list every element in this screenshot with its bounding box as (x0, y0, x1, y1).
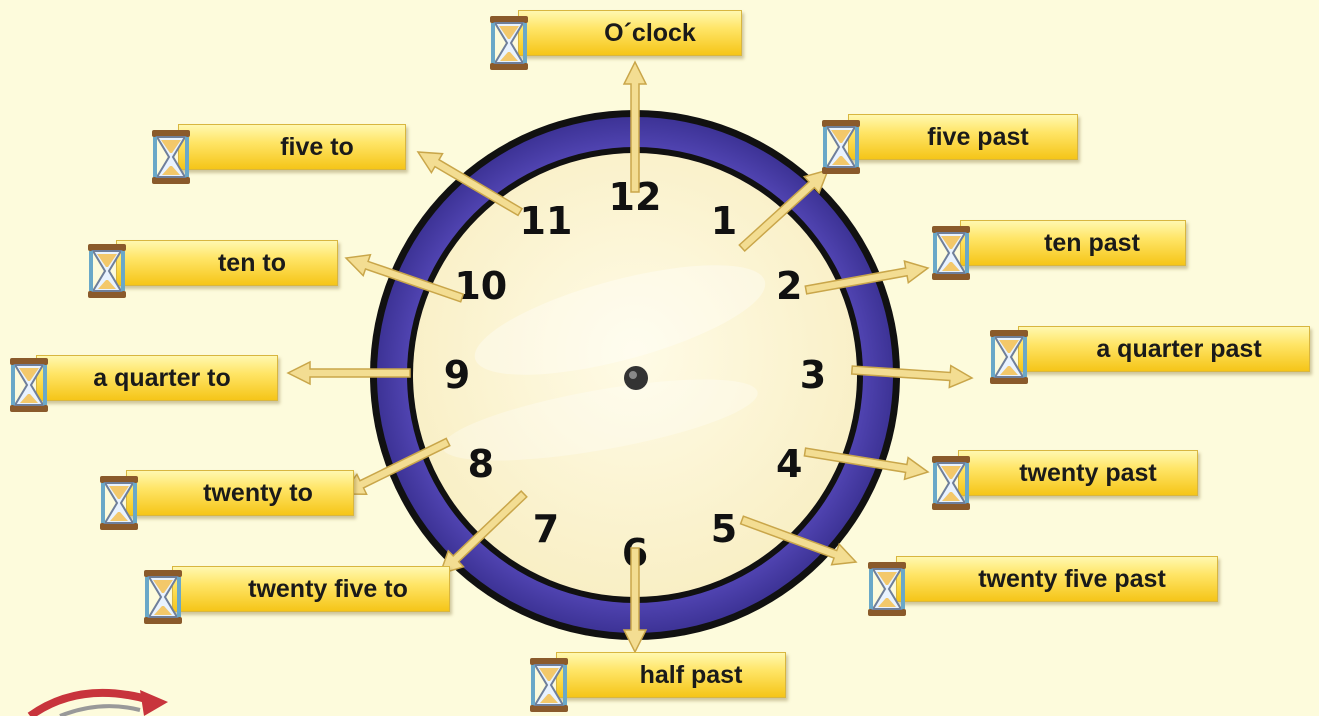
hourglass-icon (928, 224, 974, 282)
arrow-7 (438, 490, 528, 576)
label-twenty-to[interactable]: twenty to (126, 470, 354, 516)
arrow-0 (622, 60, 648, 193)
label-oclock-text: O´clock (604, 18, 696, 47)
clock-numeral-10: 10 (454, 264, 507, 308)
time-arrows (286, 60, 974, 654)
label-five-to[interactable]: five to (178, 124, 406, 170)
label-twenty-past[interactable]: twenty past (958, 450, 1198, 496)
arrow-5 (739, 515, 858, 566)
hourglass-icon (818, 118, 864, 176)
arrow-3 (850, 364, 974, 389)
hourglass-icon (84, 242, 130, 300)
arrow-1 (738, 168, 830, 253)
clock-numeral-8: 8 (468, 442, 494, 486)
hourglass-icon (864, 560, 910, 618)
label-a-quarter-to-text: a quarter to (93, 363, 231, 392)
arrow-6 (622, 547, 648, 654)
hourglass-icon (6, 356, 52, 414)
label-twenty-past-text: twenty past (1019, 458, 1157, 487)
hourglass-icon (148, 128, 194, 186)
label-twenty-five-to[interactable]: twenty five to (172, 566, 450, 612)
label-five-past-text: five past (927, 122, 1029, 151)
hourglass-icon (928, 454, 974, 512)
label-oclock[interactable]: O´clock (518, 10, 742, 56)
clock-numeral-4: 4 (776, 442, 802, 486)
arrow-11 (416, 151, 524, 217)
clock-numerals: 121234567891011 (444, 175, 826, 575)
label-a-quarter-past-text: a quarter past (1096, 334, 1262, 363)
hourglass-icon (526, 656, 572, 714)
label-twenty-five-past[interactable]: twenty five past (896, 556, 1218, 602)
clock-numeral-5: 5 (711, 507, 737, 551)
label-twenty-five-past-text: twenty five past (978, 564, 1166, 593)
clock (370, 110, 900, 640)
hourglass-icon (986, 328, 1032, 386)
label-a-quarter-past[interactable]: a quarter past (1018, 326, 1310, 372)
label-ten-past[interactable]: ten past (960, 220, 1186, 266)
clock-center-pin (624, 366, 648, 390)
hourglass-icon (96, 474, 142, 532)
refresh-arrow-icon[interactable] (27, 688, 168, 716)
label-ten-past-text: ten past (1044, 228, 1140, 257)
clock-numeral-9: 9 (444, 353, 470, 397)
label-half-past-text: half past (639, 660, 743, 689)
arrow-9 (286, 360, 411, 386)
label-ten-to-text: ten to (217, 248, 287, 277)
arrow-4 (803, 447, 930, 481)
hourglass-icon (486, 14, 532, 72)
clock-numeral-2: 2 (776, 264, 802, 308)
label-twenty-to-text: twenty to (203, 478, 313, 507)
arrow-10 (344, 253, 465, 303)
hourglass-icon (140, 568, 186, 626)
label-five-past[interactable]: five past (848, 114, 1078, 160)
arrow-2 (804, 260, 930, 295)
clock-numeral-3: 3 (800, 353, 826, 397)
clock-numeral-11: 11 (520, 199, 573, 243)
label-ten-to[interactable]: ten to (116, 240, 338, 286)
label-a-quarter-to[interactable]: a quarter to (36, 355, 278, 401)
clock-numeral-7: 7 (533, 507, 559, 551)
arrow-8 (340, 437, 451, 495)
label-half-past[interactable]: half past (556, 652, 786, 698)
label-five-to-text: five to (280, 132, 354, 161)
label-twenty-five-to-text: twenty five to (248, 574, 408, 603)
clock-numeral-1: 1 (711, 199, 737, 243)
